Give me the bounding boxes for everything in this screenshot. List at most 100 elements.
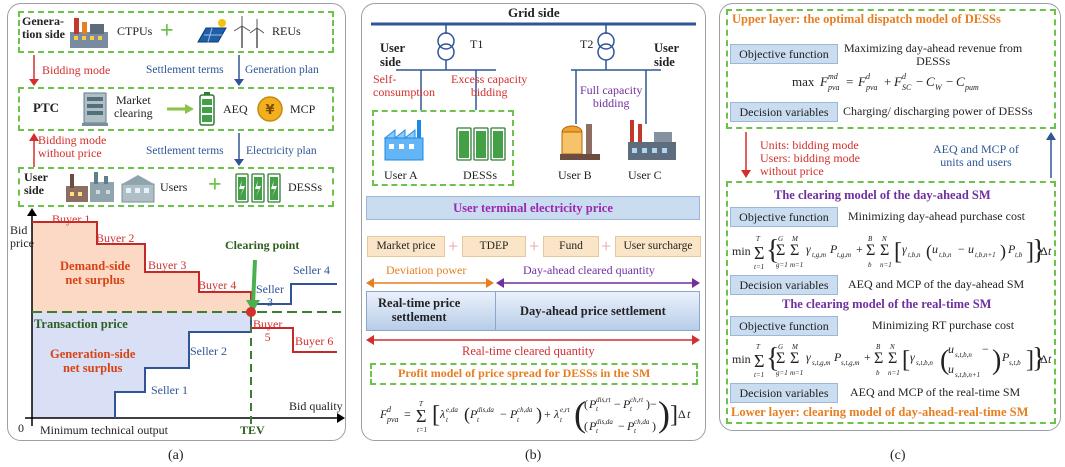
svg-text:ch,da: ch,da bbox=[634, 418, 650, 426]
svg-text:t: t bbox=[560, 416, 563, 424]
t2-label: T2 bbox=[580, 37, 594, 51]
generation-side-label: Genera- tion side bbox=[22, 14, 66, 42]
plus-icon-2: + bbox=[208, 172, 222, 198]
svg-text:t: t bbox=[446, 416, 449, 424]
rt-model-title: The clearing model of the real-time SM bbox=[782, 297, 992, 311]
svg-text:}: } bbox=[1032, 343, 1045, 374]
svg-text:B: B bbox=[868, 235, 873, 243]
svg-text:Σ: Σ bbox=[866, 242, 875, 259]
user-a-dess-icon bbox=[456, 127, 506, 161]
svg-text:F: F bbox=[893, 74, 903, 89]
svg-text:P: P bbox=[588, 419, 597, 433]
svg-text:C: C bbox=[926, 74, 935, 89]
settlement-terms-bottom: Settlement terms bbox=[146, 145, 224, 157]
bid-price-label: Bid price bbox=[10, 223, 34, 251]
seller-2-label: Seller 2 bbox=[190, 344, 227, 358]
da-objective-text: Minimizing day-ahead purchase cost bbox=[848, 209, 1025, 223]
generation-surplus-label: Generation-side net surplus bbox=[50, 347, 136, 375]
svg-text:[: [ bbox=[894, 239, 902, 265]
svg-text:t,g,m: t,g,m bbox=[837, 251, 851, 259]
svg-text:t: t bbox=[1048, 244, 1052, 258]
svg-text:+: + bbox=[864, 350, 871, 364]
upper-decision-box: Decision variables bbox=[730, 102, 838, 122]
buyer-6-label: Buyer 6 bbox=[295, 334, 334, 348]
svg-text:): ) bbox=[1000, 241, 1006, 262]
bidding-mode-label: Bidding mode bbox=[42, 63, 111, 77]
svg-text:{: { bbox=[766, 235, 779, 266]
svg-text:pum: pum bbox=[964, 83, 979, 92]
svg-text:s,t,g,m: s,t,g,m bbox=[812, 359, 830, 367]
svg-text:min: min bbox=[732, 244, 751, 258]
svg-text:Σ: Σ bbox=[790, 242, 799, 259]
svg-text:P: P bbox=[829, 242, 838, 256]
tev-label: TEV bbox=[240, 423, 265, 437]
svg-text:[: [ bbox=[432, 402, 440, 428]
caption-a: (a) bbox=[168, 448, 184, 463]
aeq-label: AEQ bbox=[223, 102, 248, 116]
svg-text:−: − bbox=[958, 242, 965, 256]
market-clearing-label: Market clearing bbox=[114, 93, 153, 121]
svg-text:[: [ bbox=[902, 347, 910, 373]
da-objective-box: Objective function bbox=[730, 207, 838, 227]
user-c-label: User C bbox=[628, 168, 662, 182]
svg-text:T: T bbox=[756, 235, 761, 243]
component-user-surcharge: User surcharge bbox=[615, 236, 701, 257]
svg-text:Σ: Σ bbox=[776, 350, 785, 367]
svg-text:F: F bbox=[819, 74, 829, 89]
svg-text:Σ: Σ bbox=[754, 351, 764, 371]
upper-objective-box: Objective function bbox=[730, 44, 838, 64]
da-decision-box: Decision variables bbox=[730, 275, 838, 295]
svg-text:s,t,b,n: s,t,b,n bbox=[916, 359, 933, 367]
svg-text:+: + bbox=[856, 242, 863, 256]
industrial-users-icon bbox=[66, 172, 114, 202]
server-icon bbox=[82, 92, 108, 126]
svg-text:): ) bbox=[536, 404, 542, 425]
svg-text:P: P bbox=[622, 397, 631, 411]
factory-icon bbox=[70, 18, 108, 48]
svg-text:pva: pva bbox=[865, 83, 878, 92]
svg-text:t,b,n+1: t,b,n+1 bbox=[975, 251, 996, 259]
da-decision-text: AEQ and MCP of the day-ahead SM bbox=[848, 277, 1025, 291]
electricity-plan-label: Electricity plan bbox=[246, 145, 317, 157]
svg-text:(: ( bbox=[464, 404, 470, 425]
svg-text:t=1: t=1 bbox=[754, 371, 764, 379]
svg-text:Σ: Σ bbox=[880, 242, 889, 259]
grid-diagram bbox=[371, 22, 696, 124]
svg-text:u: u bbox=[948, 342, 954, 356]
component-market-price: Market price bbox=[367, 236, 445, 257]
battery-icon bbox=[199, 92, 215, 126]
svg-text:g=1: g=1 bbox=[776, 369, 788, 377]
svg-text:Σ: Σ bbox=[888, 350, 897, 367]
svg-text:b: b bbox=[876, 369, 880, 377]
buyer-1-label: Buyer 1 bbox=[52, 212, 91, 226]
ptc-label: PTC bbox=[33, 100, 59, 115]
svg-text:u: u bbox=[968, 242, 974, 256]
svg-text:N: N bbox=[889, 343, 895, 351]
plus-sep-2: + bbox=[529, 236, 540, 256]
excess-capacity-label: Excess capacity bidding bbox=[451, 72, 528, 100]
profit-model-label: Profit model of price spread for DESSs i… bbox=[398, 366, 651, 380]
svg-text:P: P bbox=[509, 407, 518, 421]
lower-layer-box bbox=[726, 181, 1056, 424]
units-bidding-label: Units: bidding mode Users: bidding mode … bbox=[760, 138, 860, 179]
generation-plan-label: Generation plan bbox=[245, 64, 319, 76]
rt-objective-text: Minimizing RT purchase cost bbox=[872, 318, 1015, 332]
svg-text:t: t bbox=[630, 405, 633, 413]
svg-text:t,b,n: t,b,n bbox=[939, 251, 952, 259]
day-ahead-cleared-label: Day-ahead cleared quantity bbox=[523, 263, 655, 277]
svg-text:G: G bbox=[778, 235, 783, 243]
user-side-left-label: User side bbox=[380, 41, 405, 69]
svg-text:max: max bbox=[792, 74, 815, 89]
svg-text:): ) bbox=[992, 345, 1001, 376]
svg-text:(: ( bbox=[940, 345, 949, 376]
dess-battery-icon bbox=[235, 173, 281, 203]
arrows-gen-ptc bbox=[29, 55, 244, 86]
upper-layer-box bbox=[726, 9, 1056, 129]
svg-text:): ) bbox=[652, 419, 656, 433]
upper-objective-text: Maximizing day-ahead revenue from DESSs bbox=[844, 41, 1023, 69]
svg-text:dis,da: dis,da bbox=[596, 418, 613, 426]
user-b-refinery-icon bbox=[560, 124, 600, 160]
